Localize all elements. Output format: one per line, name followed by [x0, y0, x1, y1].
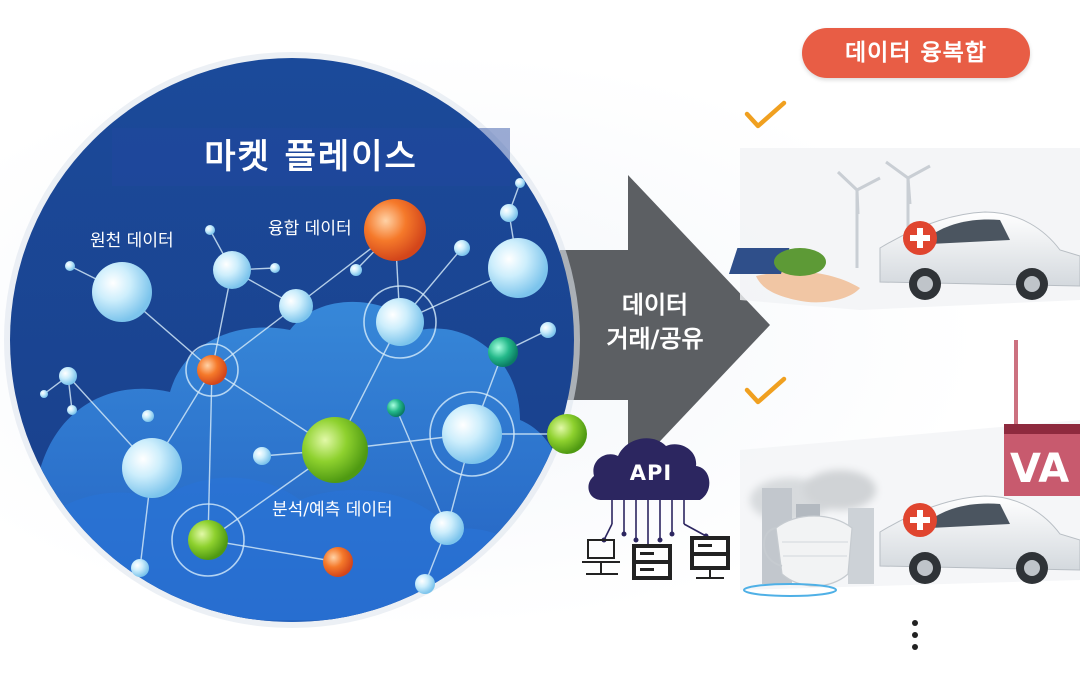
van-sign-text: VA [1010, 446, 1069, 492]
marketplace-title: 마켓 플레이스 [112, 128, 510, 186]
arrow-label-line2: 거래/공유 [606, 325, 704, 353]
face-mask-icon [763, 515, 853, 587]
plus-icon [903, 503, 937, 537]
fusion-data-label: 융합 데이터 [268, 219, 352, 239]
analysis-data-label: 분석/예측 데이터 [272, 500, 393, 520]
solar-panel-icon [728, 248, 790, 274]
usecase-air-car: VA [740, 340, 1080, 597]
hand-icon [756, 271, 860, 303]
api-label: API [629, 461, 673, 485]
arrow-label-line1: 데이터 [621, 291, 689, 319]
api-cloud-icon [588, 438, 710, 544]
usecase-energy-car [728, 148, 1080, 310]
van-sign-icon: VA [1004, 340, 1080, 496]
check-icon [744, 100, 787, 129]
check-icon [744, 376, 787, 405]
more-dots-icon [908, 620, 922, 656]
network-nodes [40, 178, 587, 594]
data-fusion-badge: 데이터 융복합 [802, 28, 1030, 78]
node-halos [171, 285, 515, 577]
nuclear-data-label: 원천 데이터 [90, 231, 174, 251]
plus-icon [903, 221, 937, 255]
server-icon [690, 536, 730, 579]
data-trade-share-label: 데이터 거래/공유 [590, 288, 720, 356]
server-icon [632, 544, 672, 580]
laptop-icon [582, 539, 620, 575]
